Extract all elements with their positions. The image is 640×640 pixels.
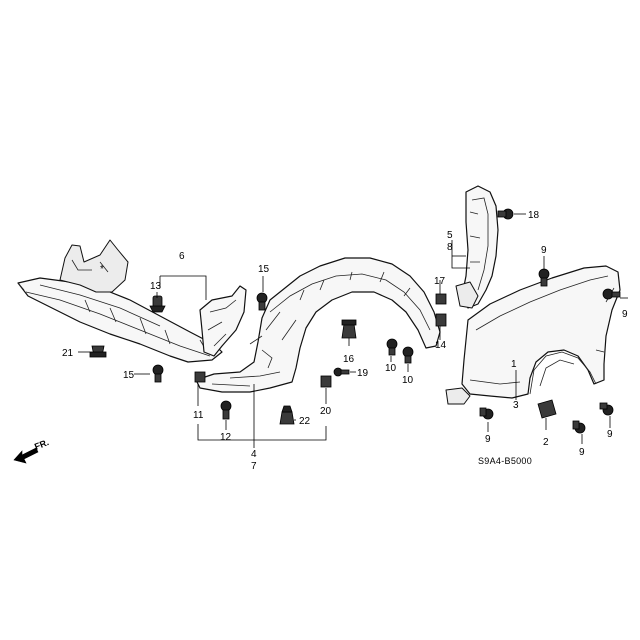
callout-9-right: 9 xyxy=(622,309,628,320)
bolt-15-upper xyxy=(256,292,268,311)
bolt-10-a xyxy=(386,338,398,356)
bolt-9-right-upper xyxy=(602,288,621,300)
fender-lower-bracket xyxy=(445,387,471,405)
callout-11: 11 xyxy=(193,410,204,421)
bolt-18 xyxy=(497,208,514,220)
callout-9-lower-mid: 9 xyxy=(579,447,585,458)
callout-5: 5 xyxy=(447,230,453,241)
callout-4: 4 xyxy=(251,449,257,460)
clip-13 xyxy=(149,295,166,313)
callout-16: 16 xyxy=(343,354,355,365)
callout-19: 19 xyxy=(357,368,369,379)
callout-7: 7 xyxy=(251,461,257,472)
callout-15-lower: 15 xyxy=(123,370,135,381)
callout-9-upper: 9 xyxy=(541,245,547,256)
callout-18: 18 xyxy=(528,210,540,221)
clip-21 xyxy=(89,345,107,358)
clip-22 xyxy=(279,405,295,425)
asterisk-mark: * xyxy=(100,264,104,275)
callout-3: 3 xyxy=(513,400,519,411)
nut-17 xyxy=(435,293,447,305)
fasteners xyxy=(89,208,621,434)
diagram-code: S9A4-B5000 xyxy=(478,456,532,466)
callout-8: 8 xyxy=(447,242,453,253)
callout-10-b: 10 xyxy=(402,375,414,386)
bolt-12 xyxy=(220,400,232,420)
nut-20 xyxy=(320,375,332,388)
callout-21: 21 xyxy=(62,348,74,359)
callout-1: 1 xyxy=(511,359,517,370)
callout-labels: 1 2 3 4 5 6 7 8 9 9 9 9 9 10 10 11 12 13… xyxy=(62,210,628,472)
bolt-9-lower-mid xyxy=(572,420,586,434)
front-arrow-icon xyxy=(13,447,39,464)
nut-14 xyxy=(435,313,447,327)
bolt-10-b xyxy=(402,346,414,364)
bolt-15-lower xyxy=(152,364,164,383)
callout-17: 17 xyxy=(434,276,446,287)
callout-20: 20 xyxy=(320,406,332,417)
leader-lines xyxy=(78,213,628,448)
clip-16 xyxy=(341,319,357,339)
fender-bracket xyxy=(455,185,499,309)
callout-9-lower-left: 9 xyxy=(485,434,491,445)
callout-9-lower-right: 9 xyxy=(607,429,613,440)
front-fender-panel xyxy=(461,265,621,399)
callout-12: 12 xyxy=(220,432,232,443)
callout-2: 2 xyxy=(543,437,549,448)
bolt-9-lower-right xyxy=(599,402,614,416)
callout-15-upper: 15 xyxy=(258,264,270,275)
nut-11 xyxy=(194,371,206,383)
screw-19 xyxy=(333,367,350,377)
callout-6: 6 xyxy=(179,251,185,262)
splash-shield-bracket xyxy=(199,285,247,357)
bolt-9-upper xyxy=(538,268,550,287)
inner-fender-liner xyxy=(195,257,441,393)
front-direction-indicator: FR. xyxy=(13,437,50,464)
front-under-cover xyxy=(17,239,223,363)
bolt-9-lower-left xyxy=(479,407,494,420)
front-direction-label: FR. xyxy=(33,437,50,452)
callout-14: 14 xyxy=(435,340,447,351)
clip-2 xyxy=(537,399,557,419)
callout-22: 22 xyxy=(299,416,311,427)
callout-13: 13 xyxy=(150,281,162,292)
callout-10-a: 10 xyxy=(385,363,397,374)
